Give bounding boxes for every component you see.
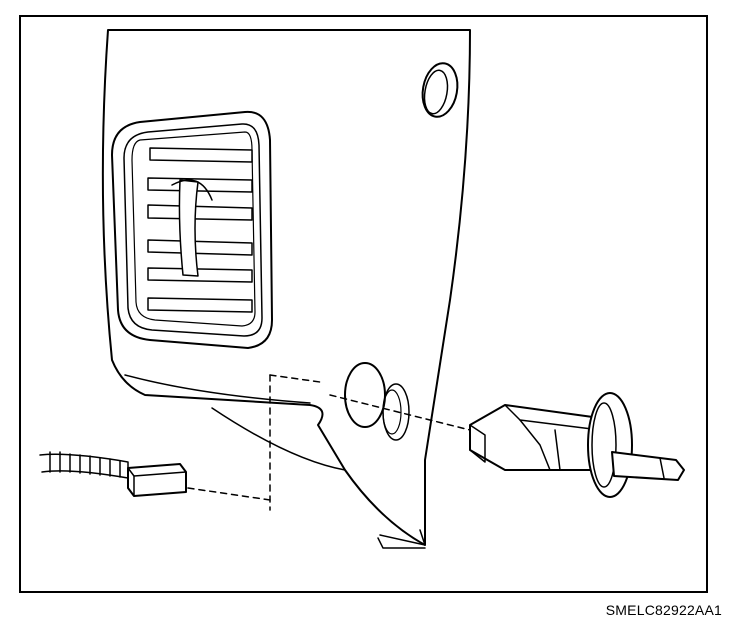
- switch-connector: [127, 463, 187, 497]
- air-vent-housing: [111, 110, 273, 349]
- panel-upper-hole: [421, 62, 459, 118]
- air-vent-louvers: [147, 147, 253, 313]
- alignment-lines: [187, 374, 471, 511]
- figure-reference-code: SMELC82922AA1: [605, 602, 722, 618]
- control-switch: [469, 392, 685, 498]
- switch-mounting-hole: [344, 362, 410, 441]
- wiring-harness: [39, 451, 129, 479]
